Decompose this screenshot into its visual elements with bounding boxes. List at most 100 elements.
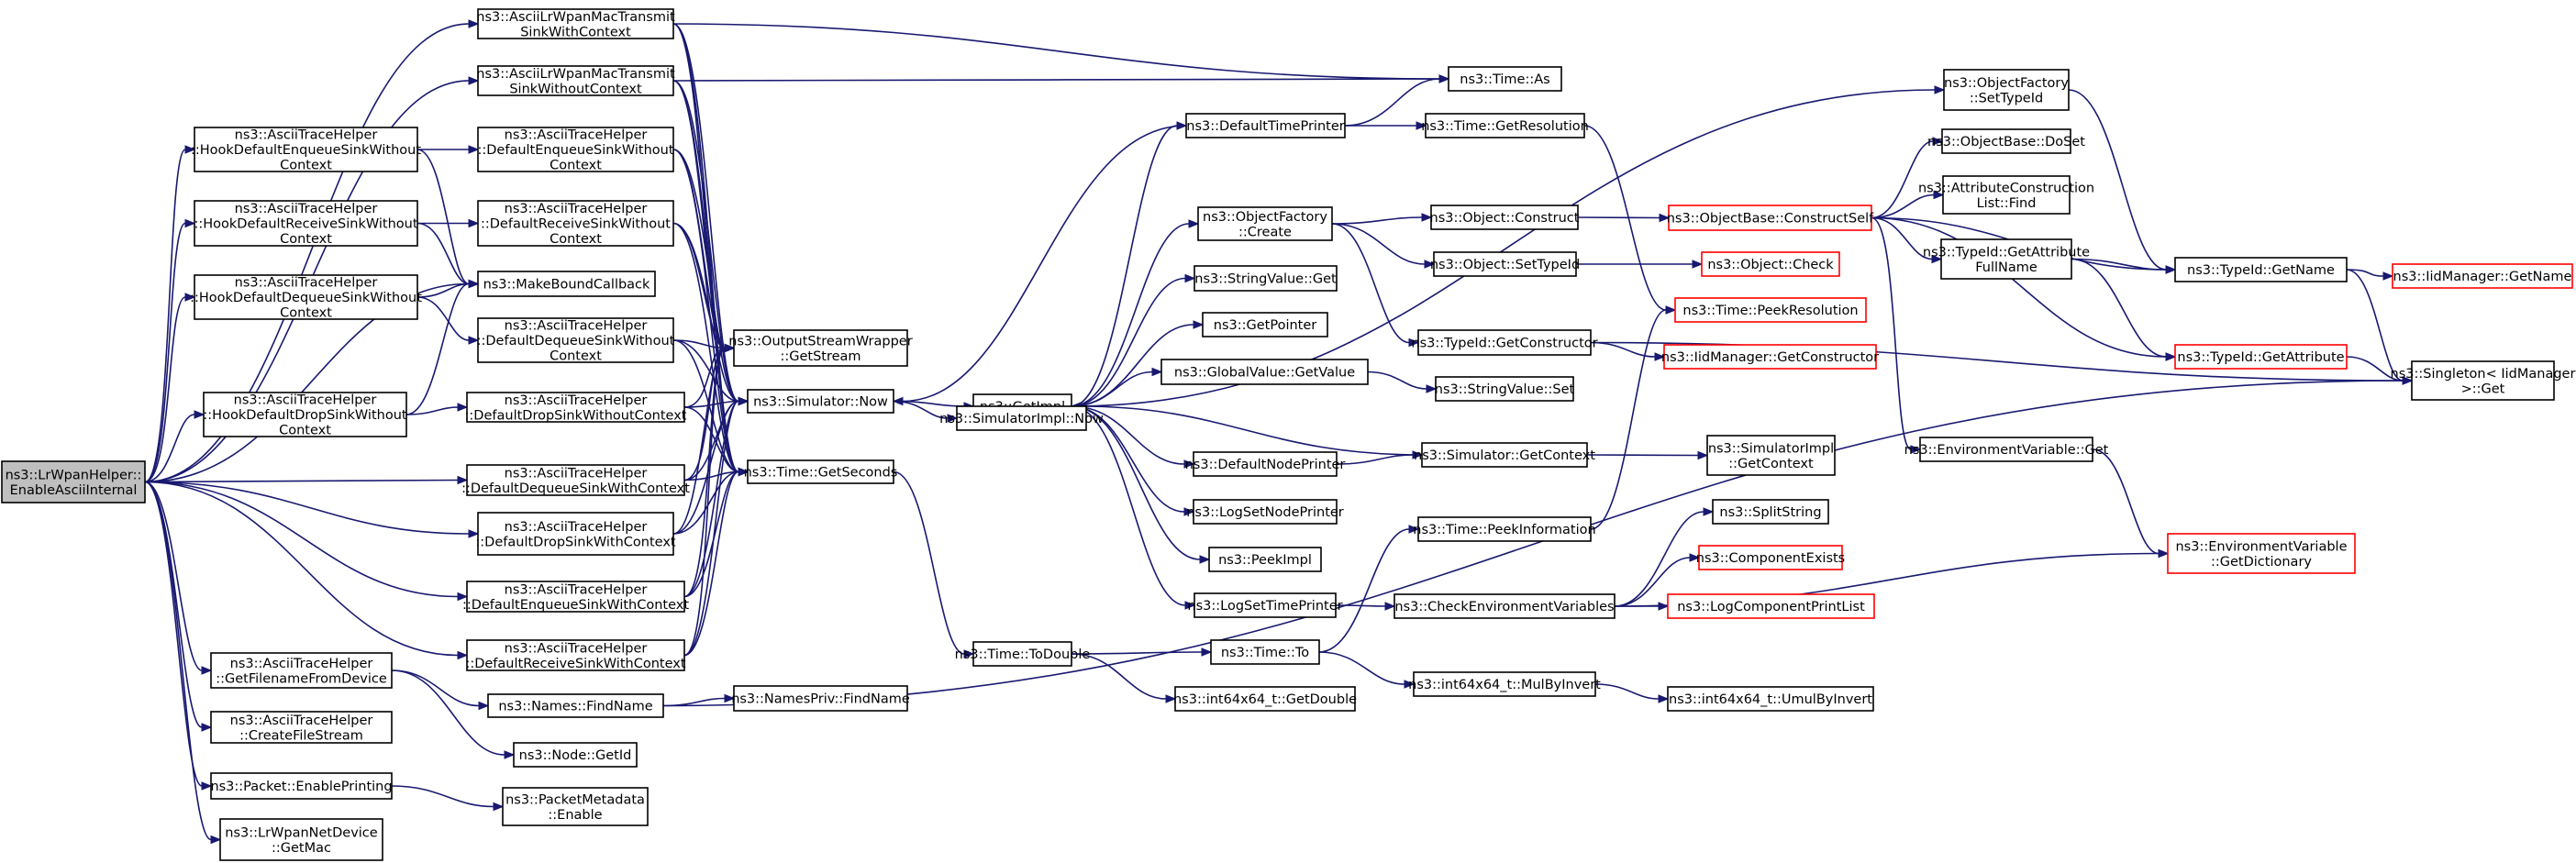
node-sim-get-ctx[interactable]: ns3::Simulator::GetContext <box>1414 442 1595 468</box>
node-node-get-id[interactable]: ns3::Node::GetId <box>513 742 638 768</box>
node-i64-get-double[interactable]: ns3::int64x64_t::GetDouble <box>1173 686 1357 712</box>
node-def-deq-w[interactable]: ns3::AsciiTraceHelper::DefaultDequeueSin… <box>461 464 690 496</box>
node-find-name[interactable]: ns3::Names::FindName <box>487 693 664 718</box>
edge-time-to-to-peek-info <box>1318 525 1420 653</box>
edge-to-double-to-i64-get-double <box>1071 653 1177 703</box>
node-label: ns3::Singleton< IidManager <box>2391 367 2576 382</box>
node-obj-check[interactable]: ns3::Object::Check <box>1701 251 1840 277</box>
node-sim-impl-now[interactable]: ns3::SimulatorImpl::Now <box>939 405 1104 431</box>
node-label: FullName <box>1975 260 2037 275</box>
node-peek-impl[interactable]: ns3::PeekImpl <box>1208 547 1322 572</box>
node-label: ::GetMac <box>272 841 331 856</box>
node-label: ns3::EnvironmentVariable::Get <box>1904 443 2109 458</box>
node-label: ns3::Node::GetId <box>519 748 632 763</box>
edge-peek-info-to-peek-res <box>1590 305 1677 530</box>
node-root[interactable]: ns3::LrWpanHelper::EnableAsciiInternal <box>1 460 146 503</box>
node-get-file[interactable]: ns3::AsciiTraceHelper::GetFilenameFromDe… <box>210 652 393 689</box>
node-ob-construct-self[interactable]: ns3::ObjectBase::ConstructSelf <box>1667 205 1874 231</box>
node-env-get[interactable]: ns3::EnvironmentVariable::Get <box>1904 437 2109 462</box>
node-label: ns3::AsciiTraceHelper <box>505 520 648 535</box>
node-iid-get-name[interactable]: ns3::IidManager::GetName <box>2392 263 2573 289</box>
node-label: ns3::int64x64_t::GetDouble <box>1173 692 1357 707</box>
node-sim-impl-ctx[interactable]: ns3::SimulatorImpl::GetContext <box>1706 435 1836 476</box>
edge-root-to-a-tr-sink <box>144 19 480 483</box>
node-split-str[interactable]: ns3::SplitString <box>1712 499 1829 525</box>
node-tid-get-name[interactable]: ns3::TypeId::GetName <box>2174 257 2348 282</box>
node-log-set-time[interactable]: ns3::LogSetTimePrinter <box>1187 592 1343 618</box>
node-def-deq-no[interactable]: ns3::AsciiTraceHelper::DefaultDequeueSin… <box>477 317 675 364</box>
node-make-bound[interactable]: ns3::MakeBoundCallback <box>477 271 656 297</box>
node-log-set-node[interactable]: ns3::LogSetNodePrinter <box>1186 499 1344 525</box>
node-label: ns3::CheckEnvironmentVariables <box>1394 600 1614 614</box>
node-def-drop-no[interactable]: ns3::AsciiTraceHelper::DefaultDropSinkWi… <box>465 392 687 423</box>
node-def-enq-no[interactable]: ns3::AsciiTraceHelper::DefaultEnqueueSin… <box>477 127 674 173</box>
node-pm-enable[interactable]: ns3::PacketMetadata::Enable <box>502 787 649 826</box>
node-obj-set-tid[interactable]: ns3::Object::SetTypeId <box>1430 251 1580 277</box>
node-enable-print[interactable]: ns3::Packet::EnablePrinting <box>210 772 393 800</box>
node-def-recv-no[interactable]: ns3::AsciiTraceHelper::DefaultReceiveSin… <box>477 200 674 247</box>
node-names-priv[interactable]: ns3::NamesPriv::FindName <box>731 685 910 712</box>
edge-root-to-hook-deq <box>144 293 196 483</box>
node-of-set-tid[interactable]: ns3::ObjectFactory::SetTypeId <box>1943 69 2070 111</box>
node-label: ns3::DefaultTimePrinter <box>1186 119 1344 134</box>
node-label: Context <box>280 232 332 247</box>
node-def-enq-w[interactable]: ns3::AsciiTraceHelper::DefaultEnqueueSin… <box>462 581 689 613</box>
node-get-mac[interactable]: ns3::LrWpanNetDevice::GetMac <box>219 818 383 861</box>
node-label: ns3::SimulatorImpl <box>1708 441 1834 456</box>
node-umul-by-inv[interactable]: ns3::int64x64_t::UmulByInvert <box>1667 686 1874 712</box>
node-label: ns3::AsciiTraceHelper <box>230 657 373 671</box>
node-singleton[interactable]: ns3::Singleton< IidManager>::Get <box>2391 360 2576 401</box>
node-osw[interactable]: ns3::OutputStreamWrapper::GetStream <box>728 329 913 367</box>
node-get-seconds[interactable]: ns3::Time::GetSeconds <box>744 459 898 484</box>
edge-tid-get-attr-full-to-tid-get-name <box>2071 258 2177 274</box>
node-label: ns3::ObjectBase::DoSet <box>1927 135 2085 149</box>
node-hook-enq[interactable]: ns3::AsciiTraceHelper::HookDefaultEnqueu… <box>191 127 421 173</box>
node-label: ns3::PacketMetadata <box>505 792 645 807</box>
node-str-get[interactable]: ns3::StringValue::Get <box>1194 265 1338 292</box>
edge-hook-enq-to-def-enq-no <box>417 145 480 154</box>
node-comp-exists[interactable]: ns3::ComponentExists <box>1696 545 1846 570</box>
node-label: ns3::Packet::EnablePrinting <box>210 780 392 794</box>
node-tid-get-ctor[interactable]: ns3::TypeId::GetConstructor <box>1411 329 1598 356</box>
edge-root-to-def-enq-w <box>144 481 469 602</box>
node-label: ns3::LogComponentPrintList <box>1677 600 1865 614</box>
node-def-recv-w[interactable]: ns3::AsciiTraceHelper::DefaultReceiveSin… <box>465 639 686 671</box>
node-obj-construct[interactable]: ns3::Object::Construct <box>1430 205 1580 230</box>
node-env-dict[interactable]: ns3::EnvironmentVariable::GetDictionary <box>2167 533 2356 574</box>
node-ob-do-set[interactable]: ns3::ObjectBase::DoSet <box>1927 128 2085 154</box>
node-sim-now[interactable]: ns3::Simulator::Now <box>747 389 894 414</box>
node-get-res[interactable]: ns3::Time::GetResolution <box>1421 113 1589 138</box>
edge-of-create-to-obj-set-tid <box>1331 223 1436 269</box>
node-peek-info[interactable]: ns3::Time::PeekInformation <box>1413 516 1596 542</box>
node-create-file[interactable]: ns3::AsciiTraceHelper::CreateFileStream <box>210 711 393 744</box>
node-a-tr-sink-no[interactable]: ns3::AsciiLrWpanMacTransmitSinkWithoutCo… <box>476 65 675 96</box>
edge-get-file-to-find-name <box>391 669 490 711</box>
node-get-pointer[interactable]: ns3::GetPointer <box>1202 312 1328 337</box>
node-def-drop-w[interactable]: ns3::AsciiTraceHelper::DefaultDropSinkWi… <box>475 512 676 556</box>
node-str-set[interactable]: ns3::StringValue::Set <box>1435 376 1575 402</box>
node-label: SinkWithoutContext <box>509 82 642 96</box>
node-label: ns3::Simulator::Now <box>753 395 888 410</box>
node-gv-get[interactable]: ns3::GlobalValue::GetValue <box>1160 359 1369 385</box>
node-hook-drop[interactable]: ns3::AsciiTraceHelper::HookDefaultDropSi… <box>203 392 407 438</box>
node-to-double[interactable]: ns3::Time::ToDouble <box>955 641 1091 667</box>
node-peek-res[interactable]: ns3::Time::PeekResolution <box>1674 297 1867 323</box>
node-a-tr-sink[interactable]: ns3::AsciiLrWpanMacTransmitSinkWithConte… <box>476 8 675 39</box>
node-mul-by-inv[interactable]: ns3::int64x64_t::MulByInvert <box>1408 671 1601 697</box>
node-label: ns3::Time::As <box>1460 72 1549 87</box>
edge-root-to-def-recv-w <box>144 481 469 660</box>
node-def-time-pr[interactable]: ns3::DefaultTimePrinter <box>1185 113 1346 138</box>
node-hook-deq[interactable]: ns3::AsciiTraceHelper::HookDefaultDequeu… <box>190 274 422 321</box>
node-time-to[interactable]: ns3::Time::To <box>1210 639 1320 665</box>
node-hook-recv[interactable]: ns3::AsciiTraceHelper::HookDefaultReceiv… <box>194 200 418 247</box>
node-log-comp-print[interactable]: ns3::LogComponentPrintList <box>1667 593 1875 619</box>
node-label: List::Find <box>1977 196 2037 211</box>
node-time-as[interactable]: ns3::Time::As <box>1448 66 1562 92</box>
node-check-env[interactable]: ns3::CheckEnvironmentVariables <box>1393 593 1616 619</box>
node-def-node-pr[interactable]: ns3::DefaultNodePrinter <box>1185 451 1346 477</box>
node-tid-get-attr[interactable]: ns3::TypeId::GetAttribute <box>2174 344 2348 370</box>
node-of-create[interactable]: ns3::ObjectFactory::Create <box>1197 206 1333 241</box>
node-iid-get-ctor[interactable]: ns3::IidManager::GetConstructor <box>1661 344 1879 370</box>
